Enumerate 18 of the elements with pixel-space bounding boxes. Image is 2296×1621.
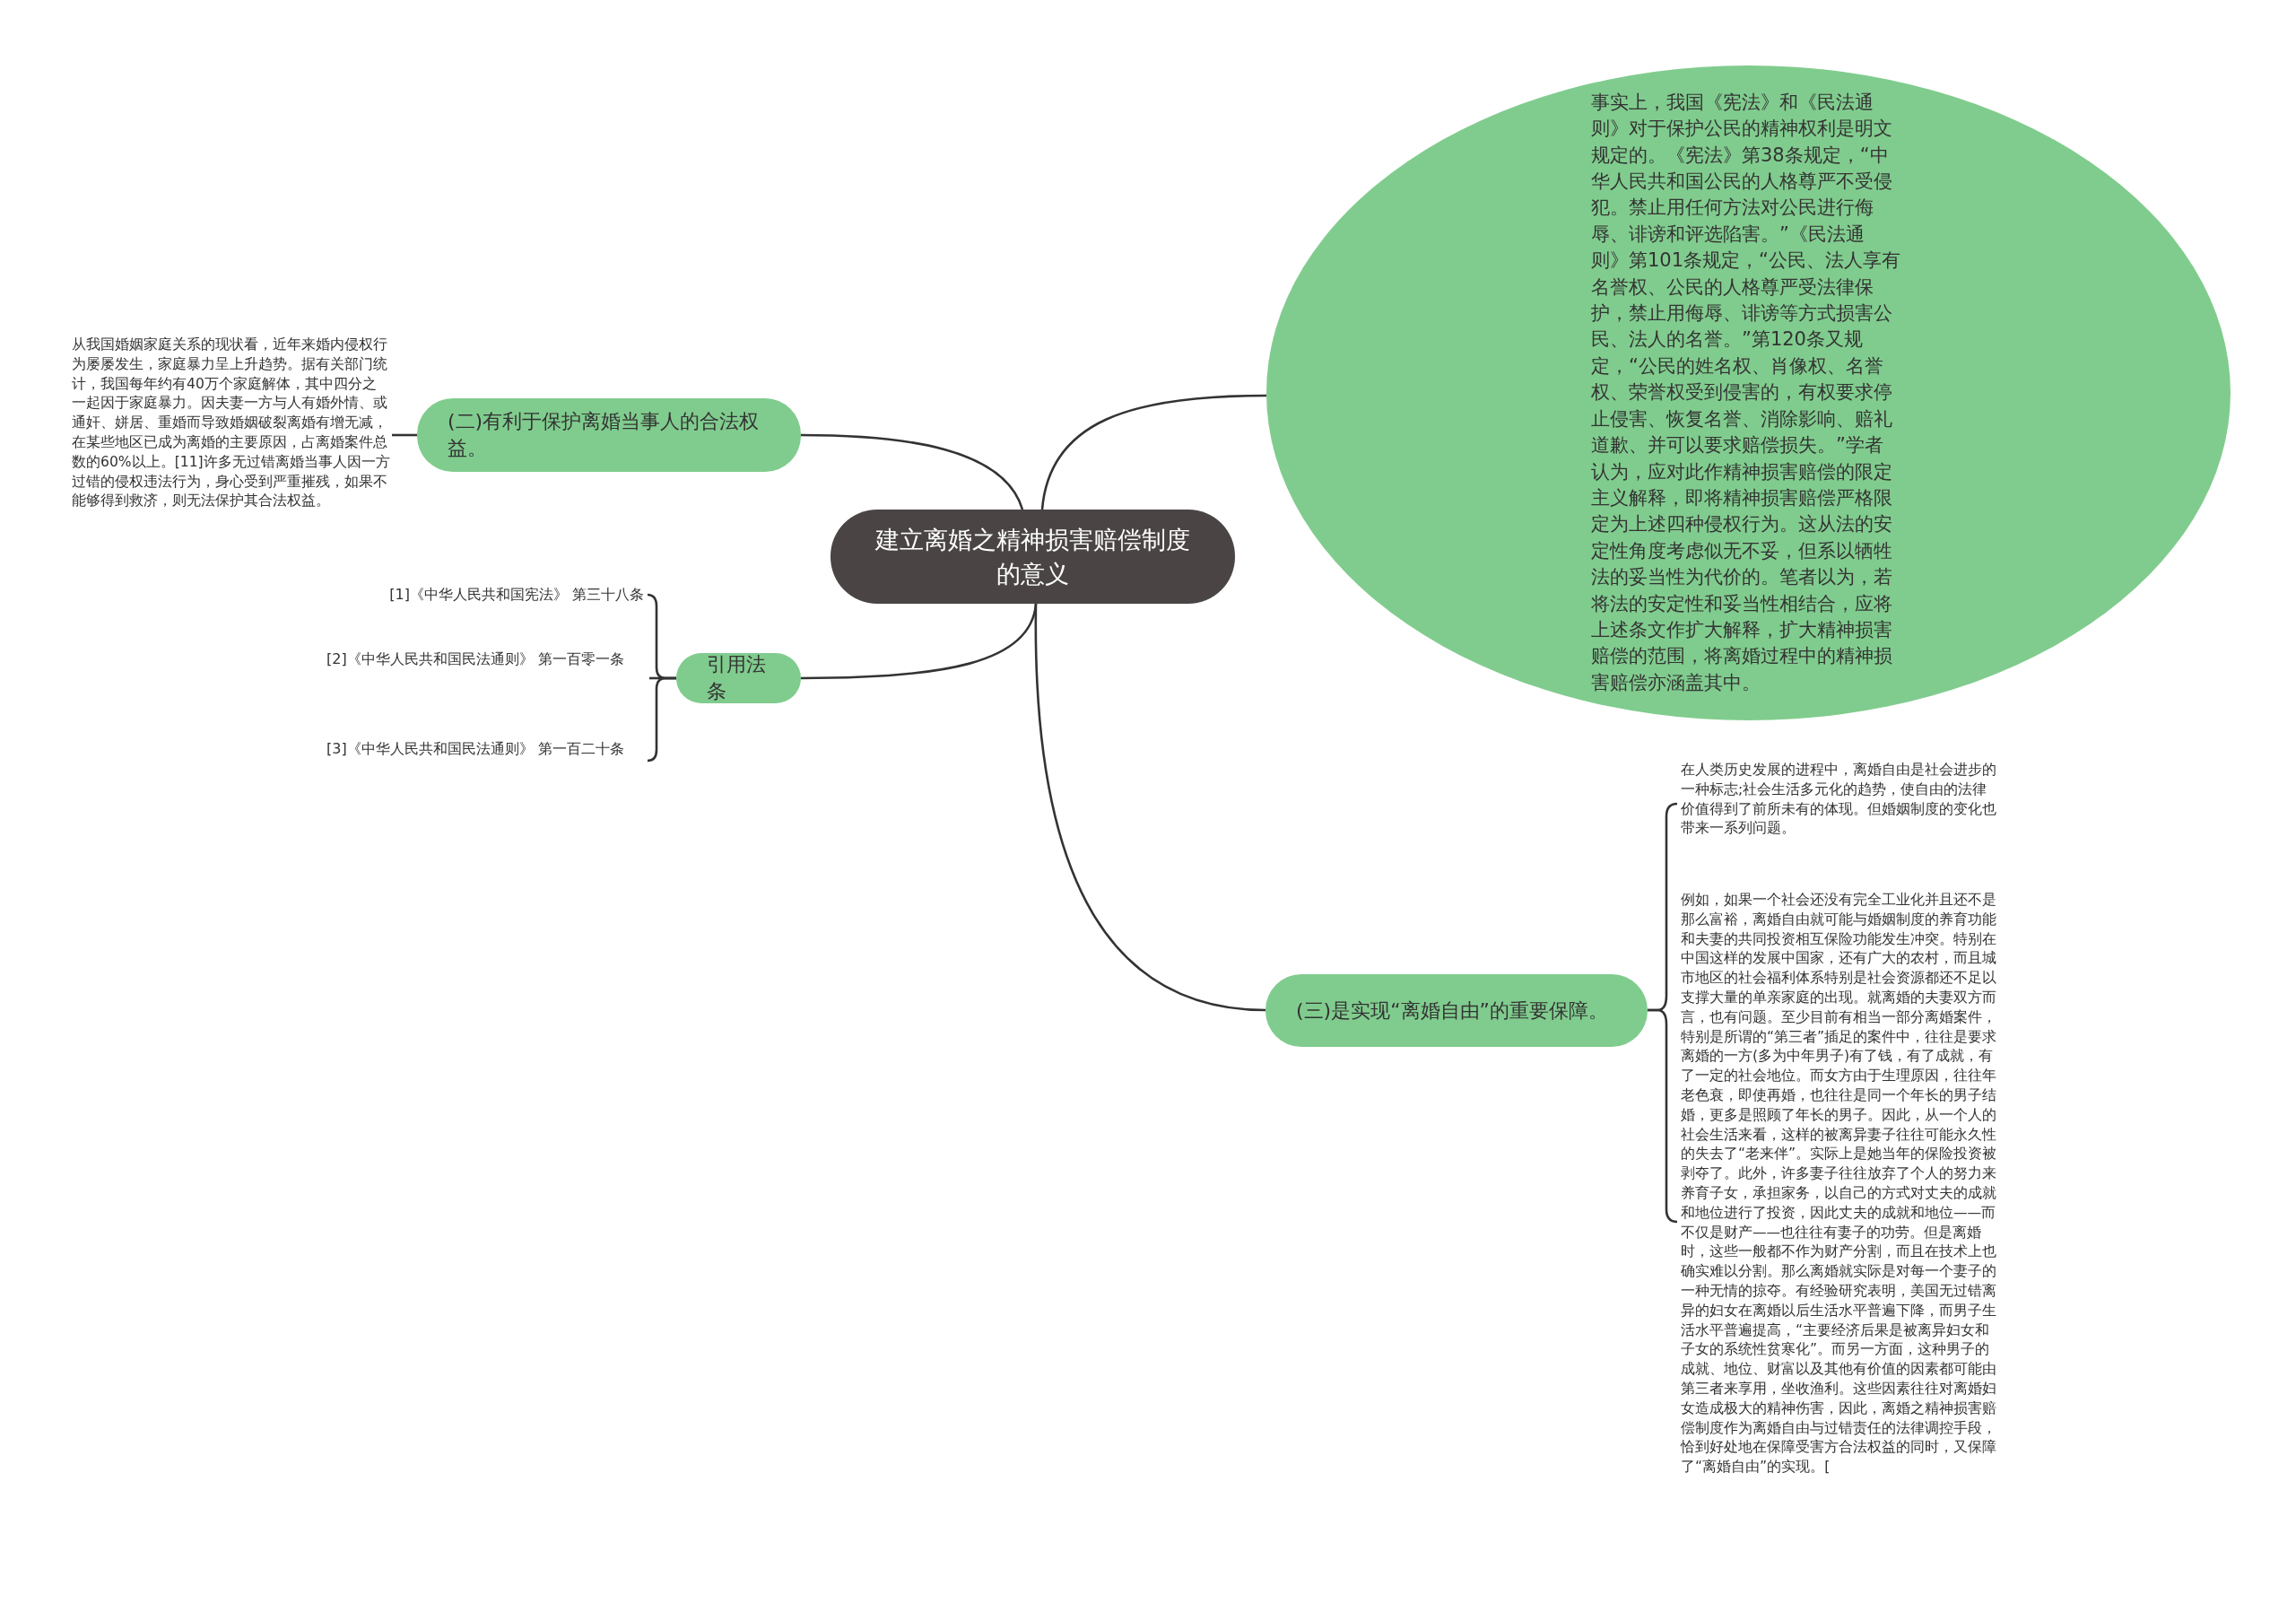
note-text: 在人类历史发展的进程中，离婚自由是社会进步的一种标志;社会生活多元化的趋势，使自由的法律价值得到了前所未有的体现。但婚姻制度的变化也带来一系列问题。 — [1681, 761, 2000, 840]
topic-pill: (三)是实现“离婚自由”的重要保障。 — [1265, 974, 1648, 1047]
citation-text: [3]《中华人民共和国民法通则》 第一百二十条 — [326, 737, 646, 760]
citation-text: [2]《中华人民共和国民法通则》 第一百零一条 — [326, 648, 646, 670]
topic-pill: (二)有利于保护离婚当事人的合法权益。 — [417, 398, 801, 472]
connector-line — [1648, 1008, 1678, 1224]
connector-line — [1040, 394, 1267, 510]
connector-line — [1034, 604, 1266, 1012]
connector-line — [392, 433, 417, 437]
note-text: 从我国婚姻家庭关系的现状看，近年来婚内侵权行为屡屡发生，家庭暴力呈上升趋势。据有关部门统计，我国每年约有40万个家庭解体，其中四分之一起因于家庭暴力。因夫妻一方与人有婚外情、或通奸、姘居、重婚而导致婚姻破裂离婚有增无减，在某些地区已成为离婚的主要原因，占离婚案件总数的60%以上。[11]许多无过错离婚当事人因一方过错的侵权违法行为，身心受到严重摧残，如果不能够得到救济，则无法保护其合法权益。 — [72, 336, 390, 512]
citation-text: [1]《中华人民共和国宪法》 第三十八条 — [359, 583, 644, 606]
connector-line — [801, 603, 1038, 680]
connector-line — [801, 433, 1024, 510]
topic-pill: 引用法条 — [676, 653, 801, 703]
paragraph-text: 事实上，我国《宪法》和《民法通则》对于保护公民的精神权利是明文规定的。《宪法》第38条规定，“中华人民共和国公民的人格尊严不受侵犯。禁止用任何方法对公民进行侮辱、诽谤和评选陷害。”《民法通则》第101条规定，“公民、法人享有名誉权、公民的人格尊严受法律保护，禁止用侮辱、诽谤等方式损害公民、法人的名誉。”第120条又规定，“公民的姓名权、肖像权、名誉权、荣誉权受到侵害的，有权要求停止侵害、恢复名誉、消除影响、赔礼道歉、并可以要求赔偿损失。”学者认为，应对此作精神损害赔偿的限定主义解释，即将精神损害赔偿严格限定为上述四种侵权行为。这从法的安定性角度考虑似无不妥，但系以牺牲法的妥当性为代价的。笔者以为，若将法的安定性和妥当性相结合，应将上述条文作扩大解释，扩大精神损害赔偿的范围，将离婚过程中的精神损害赔偿亦涵盖其中。 — [1591, 90, 1901, 695]
note-text: 例如，如果一个社会还没有完全工业化并且还不是那么富裕，离婚自由就可能与婚姻制度的养育功能和夫妻的共同投资相互保险功能发生冲突。特别在中国这样的发展中国家，还有广大的农村，而且城市地区的社会福利体系特别是社会资源都还不足以支撑大量的单亲家庭的出现。就离婚的夫妻双方而言，也有问题。至少目前有相当一部分离婚案件，特别是所谓的“第三者”插足的案件中，往往是要求离婚的一方(多为中年男子)有了钱，有了成就，有了一定的社会地位。而女方由于生理原因，往往年老色衰，即使再婚，也往往是同一个年长的男子结婚，更多是照顾了年长的男子。因此，从一个人的社会生活来看，这样的被离异妻子往往可能永久性的失去了“老来伴”。实际上是她当年的保险投资被剥夺了。此外，许多妻子往往放弃了个人的努力来养育子女，承担家务，以自己的方式对丈夫的成就和地位进行了投资，因此丈夫的成就和地位——而不仅是财产——也往往有妻子的功劳。但是离婚时，这些一般都不作为财产分割，而且在技术上也确实难以分割。那么离婚就实际是对每一个妻子的一种无情的掠夺。有经验研究表明，美国无过错离异的妇女在离婚以后生活水平普遍下降，而男子生活水平普遍提高，“主要经济后果是被离异妇女和子女的系统性贫寒化”。而另一方面，这种男子的成就、地位、财富以及其他有价值的因素都可能由第三者来享用，坐收渔利。这些因素往往对离婚妇女造成极大的精神伤害，因此，离婚之精神损害赔偿制度作为离婚自由与过错责任的法律调控手段，恰到好处地在保障受害方合法权益的同时，又保障了“离婚自由”的实现。[ — [1681, 891, 2000, 1477]
connector-line — [647, 676, 676, 763]
central-topic: 建立离婚之精神损害赔偿制度的意义 — [831, 510, 1235, 604]
